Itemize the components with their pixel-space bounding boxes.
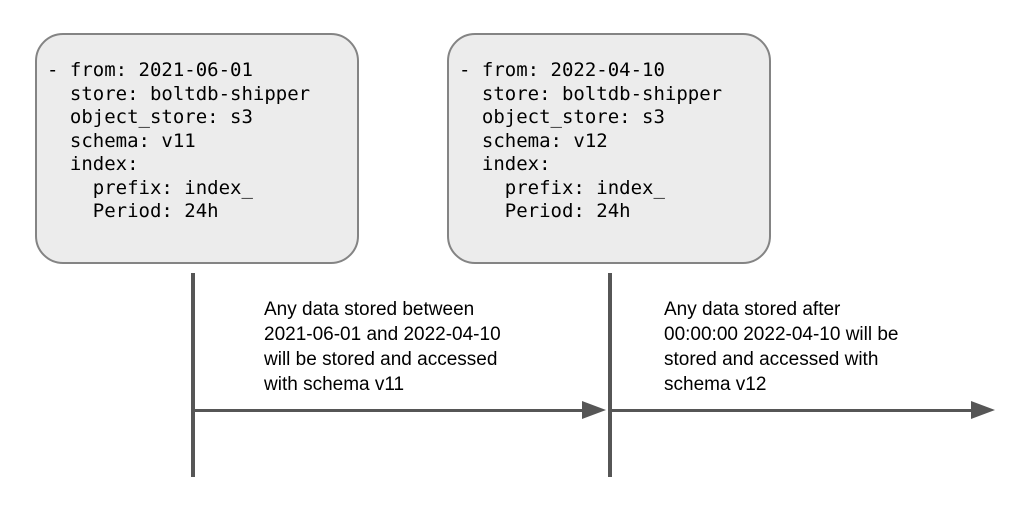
annotation-v12-period: Any data stored after 00:00:00 2022-04-1…: [664, 299, 899, 395]
arrowhead-icon: [971, 401, 995, 419]
schema-v11-config-box: - from: 2021-06-01 store: boltdb-shipper…: [35, 33, 359, 264]
timeline-segment-v12: [610, 409, 972, 412]
timeline-marker-2022-04-10: [608, 273, 612, 477]
timeline-segment-v11: [191, 409, 583, 412]
annotation-v11-period: Any data stored between 2021-06-01 and 2…: [264, 299, 501, 395]
timeline-marker-2021-06-01: [191, 273, 195, 477]
arrowhead-icon: [582, 401, 606, 419]
schema-v12-config-text: - from: 2022-04-10 store: boltdb-shipper…: [459, 59, 723, 222]
schema-v12-config-box: - from: 2022-04-10 store: boltdb-shipper…: [447, 33, 771, 264]
schema-v11-config-text: - from: 2021-06-01 store: boltdb-shipper…: [47, 59, 311, 222]
